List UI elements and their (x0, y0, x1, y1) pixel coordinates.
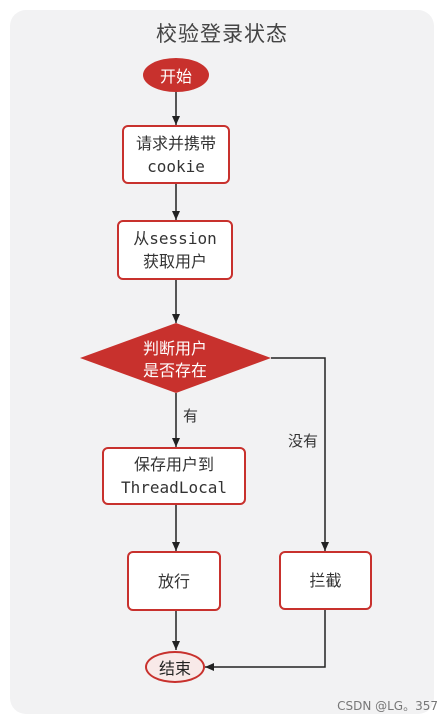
decision-diamond (80, 323, 271, 393)
no-label: 没有 (288, 432, 319, 450)
diagram-title: 校验登录状态 (156, 22, 288, 46)
step1-line2: cookie (147, 156, 205, 176)
decision-label: 判断用户 是否存在 (80, 335, 270, 385)
step-save-threadlocal: 保存用户到 ThreadLocal (102, 447, 246, 505)
save-line1: 保存用户到 (133, 455, 214, 474)
yes-label: 有 (183, 407, 199, 425)
decision-line1: 判断用户 (142, 339, 207, 358)
decision-line2: 是否存在 (142, 361, 207, 380)
step1-line1: 请求并携带 (135, 133, 216, 153)
start-label: 开始 (159, 67, 192, 86)
step-get-user-from-session: 从session 获取用户 (117, 220, 233, 280)
step-intercept: 拦截 (279, 551, 372, 610)
end-node: 结束 (145, 651, 205, 683)
edge-intercept-end (205, 610, 326, 671)
step-release: 放行 (127, 551, 221, 611)
start-node: 开始 (143, 58, 209, 92)
intercept-label: 拦截 (309, 571, 342, 590)
step2-line1: 从session (133, 229, 217, 248)
save-line2: ThreadLocal (121, 478, 227, 497)
release-label: 放行 (157, 571, 190, 591)
edge-decision-intercept (271, 357, 329, 551)
end-label: 结束 (158, 659, 191, 678)
step2-line2: 获取用户 (142, 252, 207, 271)
watermark: CSDN @LG。357 (337, 699, 438, 713)
step-request-cookie: 请求并携带 cookie (122, 125, 230, 184)
